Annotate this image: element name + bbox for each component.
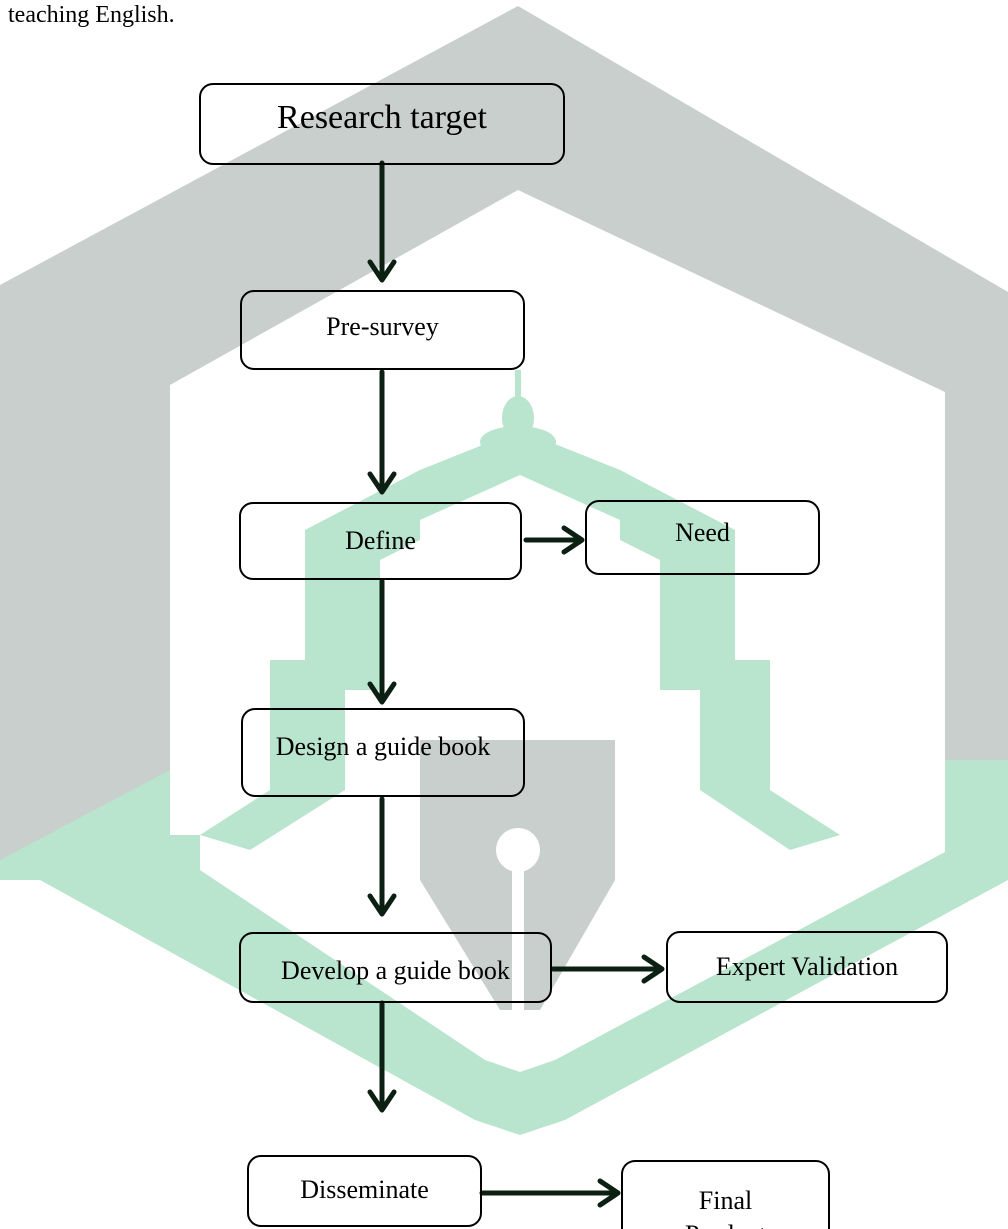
node-develop-guide-book: Develop a guide book <box>239 932 552 1003</box>
watermark-gray-band <box>0 6 1008 880</box>
watermark-green-band <box>0 760 1008 1135</box>
node-final-product: Final Product <box>621 1160 830 1229</box>
node-disseminate: Disseminate <box>247 1155 482 1227</box>
node-design-guide-book: Design a guide book <box>241 708 525 797</box>
node-research-target: Research target <box>199 83 565 165</box>
node-label: Research target <box>277 99 487 136</box>
node-label: Design a guide book <box>275 732 491 761</box>
node-expert-validation: Expert Validation <box>666 931 948 1003</box>
intro-text: teaching English. <box>8 2 175 28</box>
node-label: Define <box>345 526 416 555</box>
node-need: Need <box>585 500 820 575</box>
node-label: Final Product <box>685 1186 766 1229</box>
node-label: Need <box>675 518 730 547</box>
node-label: Pre-survey <box>326 312 439 341</box>
node-pre-survey: Pre-survey <box>240 290 525 370</box>
node-define: Define <box>239 502 522 580</box>
node-label: Expert Validation <box>715 952 899 981</box>
watermark-green-frame <box>200 430 840 850</box>
node-label: Develop a guide book <box>281 956 510 985</box>
node-label: Disseminate <box>300 1175 429 1204</box>
